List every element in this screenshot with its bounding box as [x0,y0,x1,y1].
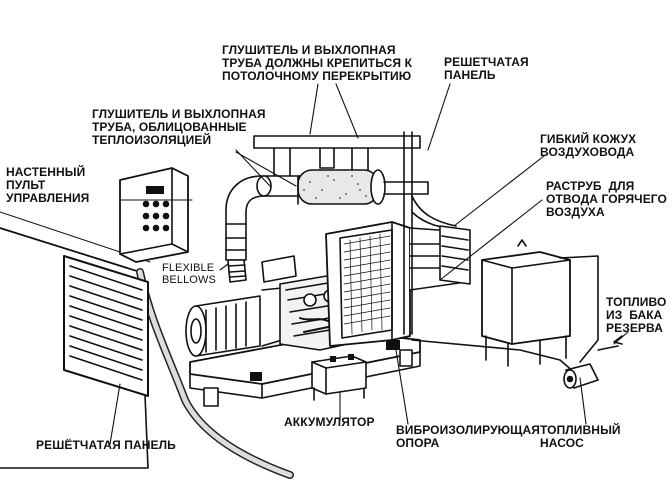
label-reserve-fuel: ТОПЛИВО ИЗ БАКА РЕЗЕРВА [606,295,667,335]
fuel-lines [411,255,623,373]
ceiling-frame [253,131,421,211]
label-grille-panel-bottom: РЕШЁТЧАТАЯ ПАНЕЛЬ [36,438,176,452]
fuel-pump [563,363,599,389]
flexible-bellows [227,259,247,283]
battery [311,354,367,401]
label-muffler-ceiling: ГЛУШИТЕЛЬ И ВЫХЛОПНАЯ ТРУБА ДОЛЖНЫ КРЕПИ… [222,43,412,83]
label-hot-air-duct: РАСТРУБ ДЛЯ ОТВОДА ГОРЯЧЕГО ВОЗДУХА [546,179,667,219]
alternator [185,287,283,357]
label-grille-panel-top: РЕШЕТЧАТАЯ ПАНЕЛЬ [444,55,529,82]
label-battery: АККУМУЛЯТОР [284,415,375,429]
radiator [325,221,411,347]
leader-lines [109,83,629,445]
label-muffler-insulated: ГЛУШИТЕЛЬ И ВЫХЛОПНАЯ ТРУБА, ОБЛИЦОВАННЫ… [92,107,266,147]
label-fuel-pump: ТОПЛИВНЫЙ НАСОС [540,423,621,450]
fuel-tank [481,239,571,367]
bottom-grille-panel [63,255,149,397]
label-wall-panel: НАСТЕННЫЙ ПУЛЬТ УПРАВЛЕНИЯ [6,165,90,205]
top-grille-panel [439,225,471,285]
label-flexible-bellows: FLEXIBLE BELLOWS [162,262,216,286]
vibration-mounts [250,340,400,381]
label-flexible-duct: ГИБКИЙ КОЖУХ ВОЗДУХОВОДА [540,132,637,159]
exhaust-system [225,169,429,261]
label-vibration-mount: ВИБРОИЗОЛИРУЮЩАЯ ОПОРА [396,423,540,450]
wall-control-panel [119,167,189,263]
